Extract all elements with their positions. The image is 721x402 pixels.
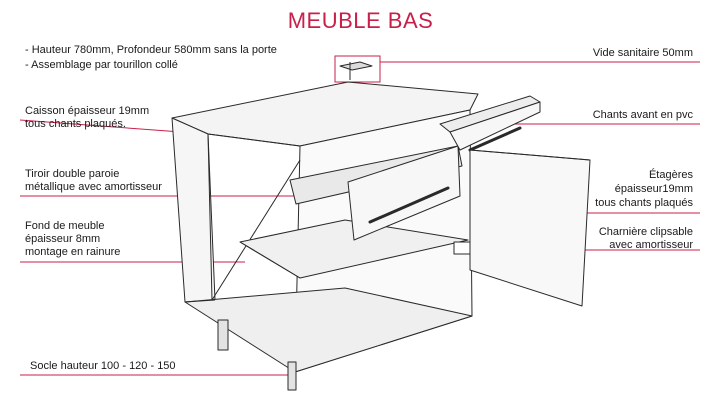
label-socle: Socle hauteur 100 - 120 - 150 <box>30 360 176 372</box>
label-etageres-3: tous chants plaqués <box>595 197 693 209</box>
vide-highlight-box <box>334 55 381 83</box>
cabinet-door <box>469 149 591 307</box>
foot-front <box>287 361 297 391</box>
diagram-title: MEUBLE BAS <box>287 8 434 33</box>
label-fond-3: montage en rainure <box>25 246 121 258</box>
label-tiroir-1: Tiroir double paroie <box>25 168 120 180</box>
label-specs-1: - Hauteur 780mm, Profondeur 580mm sans l… <box>25 44 277 56</box>
label-tiroir-2: métallique avec amortisseur <box>25 181 162 193</box>
cabinet-body <box>171 61 591 391</box>
label-fond-2: épaisseur 8mm <box>25 233 101 245</box>
label-caisson-2: tous chants plaqués. <box>25 118 126 130</box>
label-charniere-1: Charnière clipsable <box>598 226 693 238</box>
rail-handle <box>468 126 522 152</box>
label-vide: Vide sanitaire 50mm <box>592 47 693 59</box>
vide-bracket <box>339 61 373 71</box>
label-specs-2: - Assemblage par tourillon collé <box>25 59 178 71</box>
label-etageres-1: Étagères <box>648 169 693 181</box>
bottom-panel <box>184 287 473 373</box>
drawer-handle <box>368 186 450 224</box>
label-etageres-2: épaisseur19mm <box>614 183 693 195</box>
label-chants: Chants avant en pvc <box>592 109 693 121</box>
hinge <box>453 241 471 255</box>
drawer-front <box>347 145 461 241</box>
foot-left <box>217 319 229 351</box>
label-charniere-2: avec amortisseur <box>609 239 693 251</box>
label-fond-1: Fond de meuble <box>25 220 105 232</box>
label-caisson-1: Caisson épaisseur 19mm <box>25 105 150 117</box>
